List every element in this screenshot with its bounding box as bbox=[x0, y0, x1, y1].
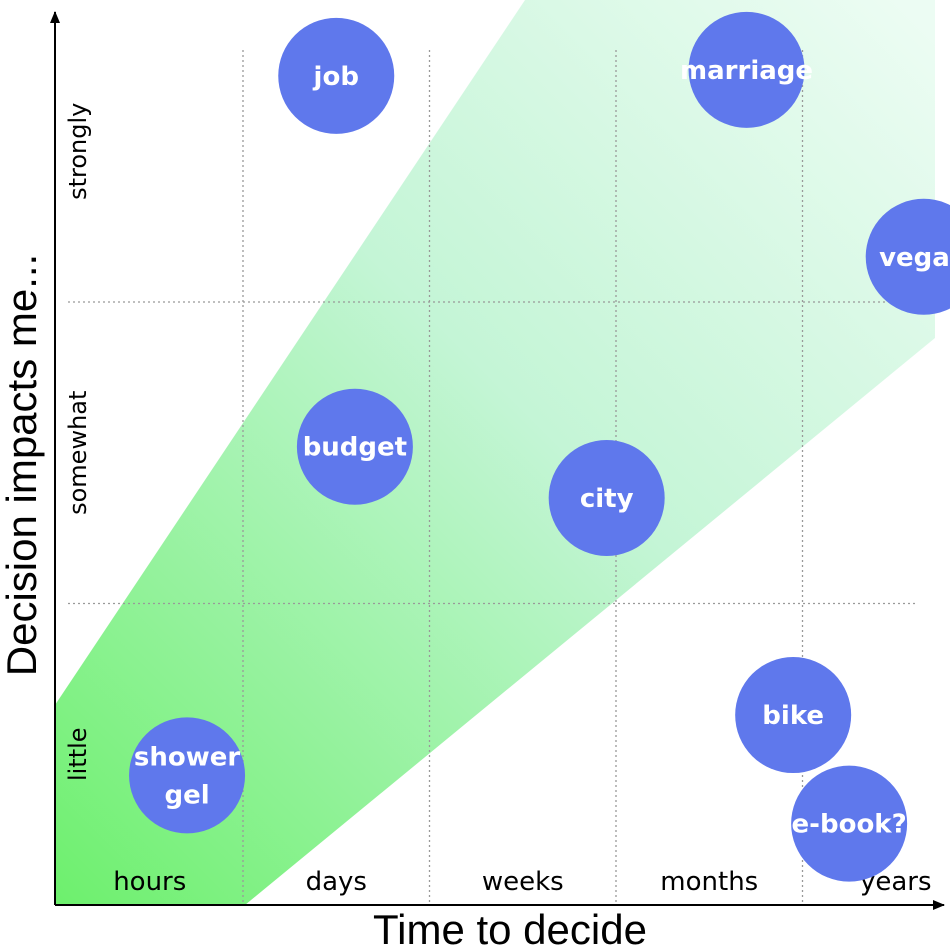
bubble-label: job bbox=[313, 62, 359, 92]
y-tick-label: somewhat bbox=[64, 391, 92, 515]
x-tick-label: days bbox=[306, 867, 367, 897]
bubbles: job marriage vegan budget city bike shower gel e… bbox=[129, 11, 950, 882]
bubble-label: city bbox=[580, 484, 634, 514]
x-tick-label: months bbox=[660, 867, 758, 897]
bubble-label: shower bbox=[134, 742, 241, 772]
bubble-bike: bike bbox=[735, 657, 852, 774]
y-tick-label: strongly bbox=[64, 103, 92, 200]
bubble-label: bike bbox=[762, 701, 824, 731]
x-axis-title: Time to decide bbox=[373, 906, 647, 949]
bubble-city: city bbox=[548, 439, 665, 556]
x-tick-label: weeks bbox=[482, 867, 564, 897]
bubble-budget: budget bbox=[296, 388, 413, 505]
bubble-circle bbox=[865, 198, 950, 315]
y-tick-label: little bbox=[64, 727, 92, 781]
bubble-circle bbox=[688, 11, 805, 128]
bubble-circle bbox=[278, 17, 395, 134]
bubble-label: e-book? bbox=[792, 810, 907, 840]
bubble-circle bbox=[129, 717, 246, 834]
bubble-circle bbox=[735, 657, 852, 774]
bubble-vegan: vegan bbox=[865, 198, 950, 315]
x-tick-label: hours bbox=[113, 867, 186, 897]
bubble-label: budget bbox=[303, 433, 407, 463]
bubble-circle bbox=[296, 388, 413, 505]
grid-lines bbox=[68, 50, 915, 905]
bubble-marriage: marriage bbox=[680, 11, 813, 128]
bubble-label: vegan bbox=[879, 243, 950, 273]
bubble-shower-gel: shower gel bbox=[129, 717, 246, 834]
bubble-circle bbox=[548, 439, 665, 556]
bubble-e-book-: e-book? bbox=[791, 765, 908, 882]
bubble-label: marriage bbox=[680, 56, 813, 86]
bubble-label: gel bbox=[164, 780, 209, 810]
decision-region bbox=[55, 0, 935, 905]
y-tick-labels: little somewhat strongly bbox=[64, 103, 92, 781]
y-axis-title: Decision impacts me... bbox=[0, 254, 45, 676]
bubble-job: job bbox=[278, 17, 395, 134]
bubble-circle bbox=[791, 765, 908, 882]
